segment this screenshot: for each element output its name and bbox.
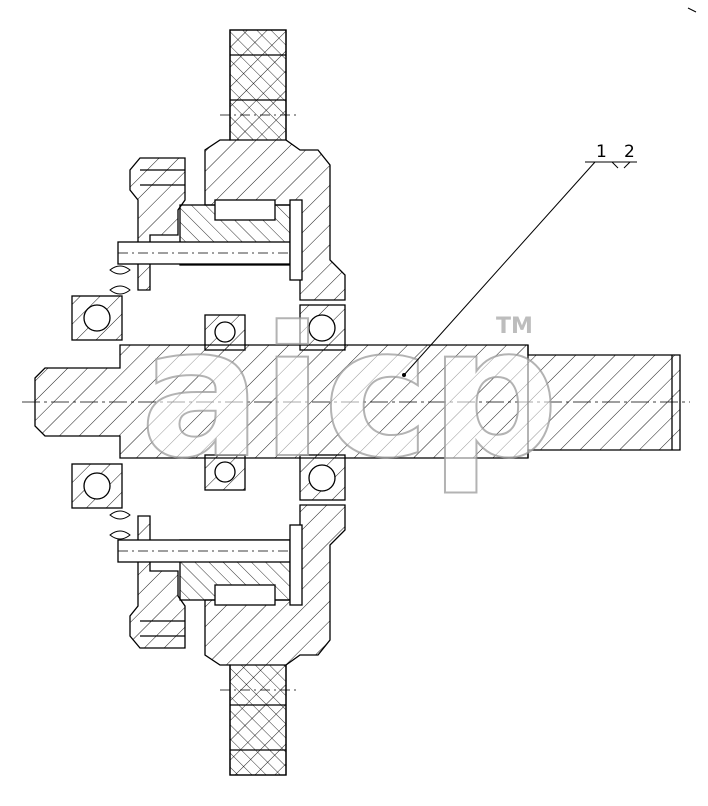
watermark-text: aicp bbox=[140, 289, 559, 498]
callout-label-1: 1 bbox=[596, 142, 607, 162]
retaining-clips bbox=[109, 265, 131, 540]
center-bearing-lower bbox=[204, 454, 346, 501]
left-bearing-upper bbox=[71, 295, 123, 341]
watermark: aicp TM bbox=[139, 288, 560, 499]
lower-gear bbox=[204, 504, 346, 776]
lower-carrier bbox=[129, 515, 186, 649]
watermark-trademark: TM bbox=[496, 314, 533, 339]
center-bearing-upper bbox=[204, 304, 346, 351]
main-shaft bbox=[34, 344, 681, 459]
left-bearing-lower bbox=[71, 463, 123, 509]
corner-mark bbox=[687, 7, 697, 13]
upper-planet-assembly bbox=[117, 199, 303, 281]
upper-carrier bbox=[129, 157, 186, 291]
callout-leader: 1 2 bbox=[402, 142, 637, 377]
upper-gear bbox=[204, 29, 346, 301]
callout-label-2: 2 bbox=[624, 142, 635, 162]
lower-planet-assembly bbox=[117, 524, 303, 606]
